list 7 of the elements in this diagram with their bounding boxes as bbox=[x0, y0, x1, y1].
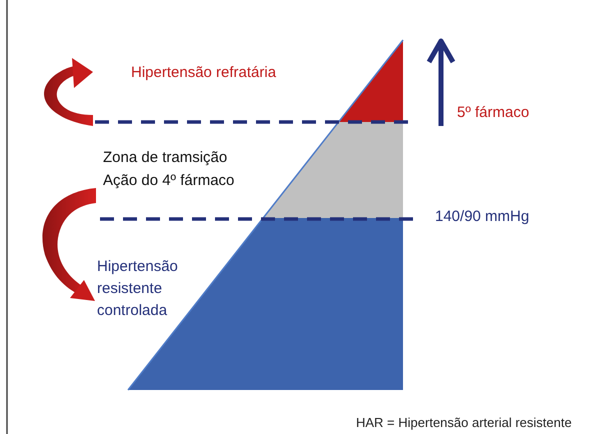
threshold-label: 140/90 mmHg bbox=[435, 207, 530, 227]
zone-label: Ação do 4º fármaco bbox=[103, 171, 234, 191]
footnote: HAR = Hipertensão arterial resistente bbox=[356, 414, 572, 432]
zone-label: Hipertensão resistente controlada bbox=[97, 257, 179, 321]
drug-step-label: 5º fármaco bbox=[457, 103, 530, 123]
zone-label: Hipertensão refratária bbox=[131, 63, 276, 83]
zone-label: Zona de tramsição bbox=[103, 148, 228, 168]
